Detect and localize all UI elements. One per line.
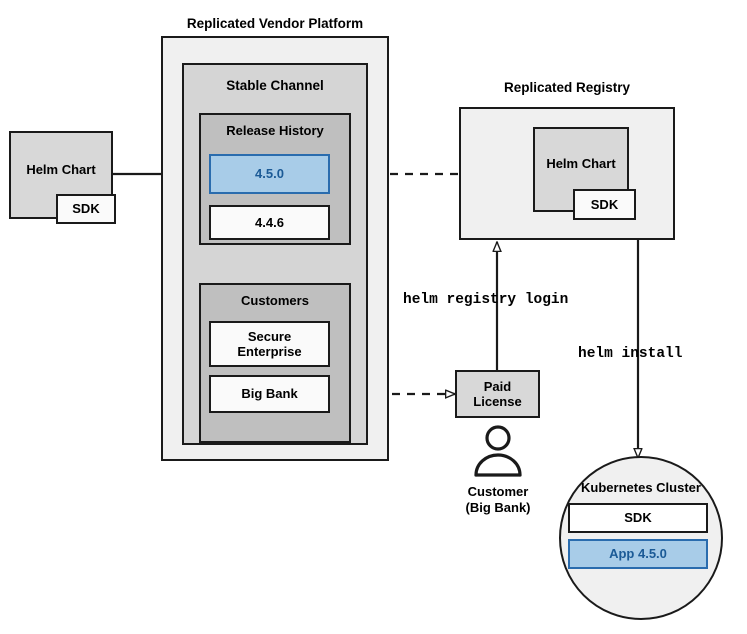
person-icon (474, 425, 522, 477)
kubernetes-cluster-label: Kubernetes Cluster (581, 480, 701, 495)
release-version-4-5-0[interactable]: 4.5.0 (209, 154, 330, 194)
source-helm-chart-sdk: SDK (56, 194, 116, 224)
registry-helm-chart-sdk: SDK (573, 189, 636, 220)
platform-title-wrap: Replicated Vendor Platform (161, 16, 389, 31)
registry-title-wrap: Replicated Registry (459, 80, 675, 95)
registry-helm-chart-label: Helm Chart (546, 156, 616, 171)
customer-secure-enterprise-line1: Secure (247, 328, 292, 344)
paid-license: Paid License (455, 370, 540, 418)
release-history-label: Release History (226, 123, 324, 138)
command-helm-registry-login: helm registry login (403, 292, 569, 308)
customer-actor-caption: Customer (Big Bank) (432, 484, 564, 515)
release-version-4-5-0-label: 4.5.0 (255, 166, 284, 182)
customer-actor-line2: (Big Bank) (465, 499, 531, 515)
cluster-item-sdk[interactable]: SDK (568, 503, 708, 533)
customer-big-bank-label: Big Bank (241, 386, 298, 402)
registry-helm-chart-sdk-label: SDK (590, 196, 619, 212)
registry-title: Replicated Registry (503, 80, 631, 95)
customer-big-bank[interactable]: Big Bank (209, 375, 330, 413)
customer-secure-enterprise[interactable]: Secure Enterprise (209, 321, 330, 367)
customer-secure-enterprise-line2: Enterprise (237, 344, 302, 359)
customer-actor-line1: Customer (467, 484, 529, 499)
platform-title: Replicated Vendor Platform (186, 16, 364, 31)
paid-license-line1: Paid (483, 378, 512, 394)
source-helm-chart-label: Helm Chart (26, 162, 96, 177)
command-helm-install: helm install (578, 346, 683, 362)
paid-license-line2: License (473, 394, 522, 409)
release-version-4-4-6[interactable]: 4.4.6 (209, 205, 330, 240)
customers-label: Customers (241, 293, 309, 308)
cluster-item-app[interactable]: App 4.5.0 (568, 539, 708, 569)
stable-channel-label: Stable Channel (226, 78, 324, 93)
kubernetes-cluster-container: Kubernetes Cluster (559, 456, 723, 620)
source-helm-chart-sdk-label: SDK (72, 201, 100, 217)
cluster-item-app-label: App 4.5.0 (609, 546, 667, 562)
cluster-item-sdk-label: SDK (624, 510, 652, 526)
release-version-4-4-6-label: 4.4.6 (255, 214, 284, 230)
